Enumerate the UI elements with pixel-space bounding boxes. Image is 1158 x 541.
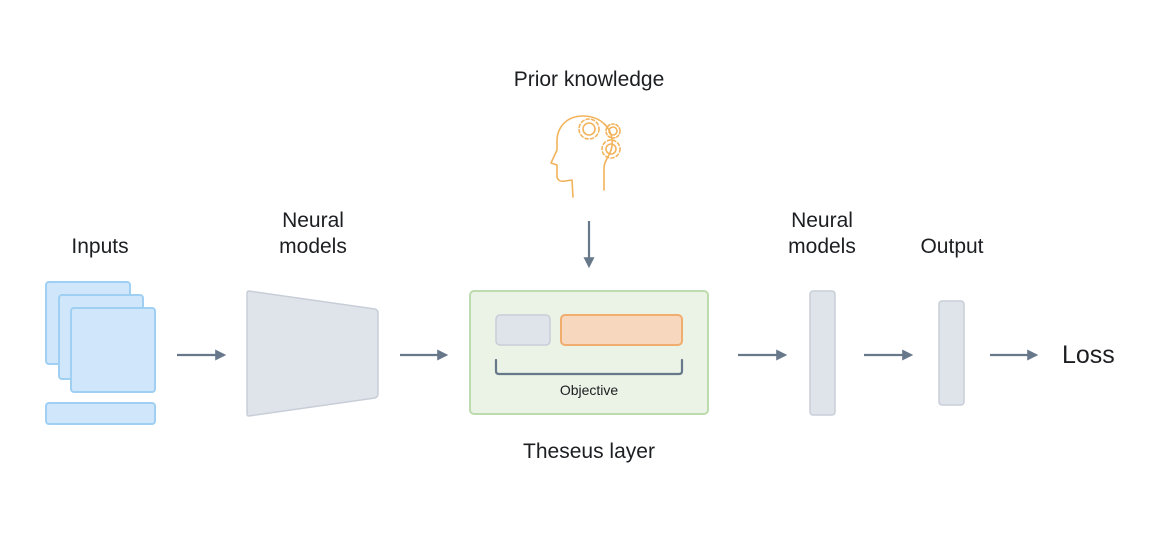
prior-knowledge-label: Prior knowledge	[514, 68, 665, 91]
objective-label: Objective	[560, 382, 619, 398]
objective-gray-block	[495, 314, 551, 346]
objective-orange-block	[560, 314, 683, 346]
objective-bracket	[494, 358, 684, 376]
neural-models-label-1-line2: models	[279, 235, 347, 258]
neural-model-decoder	[809, 290, 836, 416]
neural-models-label-1-line1: Neural	[282, 209, 344, 232]
output-bar	[938, 300, 965, 406]
neural-models-label-2-line2: models	[788, 235, 856, 258]
theseus-layer-label: Theseus layer	[523, 440, 655, 463]
neural-models-label-2-line1: Neural	[791, 209, 853, 232]
loss-label: Loss	[1062, 341, 1115, 369]
head-with-gears-icon	[550, 115, 621, 198]
neural-model-encoder	[246, 290, 379, 417]
stacked-documents-icon	[45, 281, 156, 425]
output-label: Output	[920, 235, 983, 258]
inputs-label: Inputs	[71, 235, 128, 258]
